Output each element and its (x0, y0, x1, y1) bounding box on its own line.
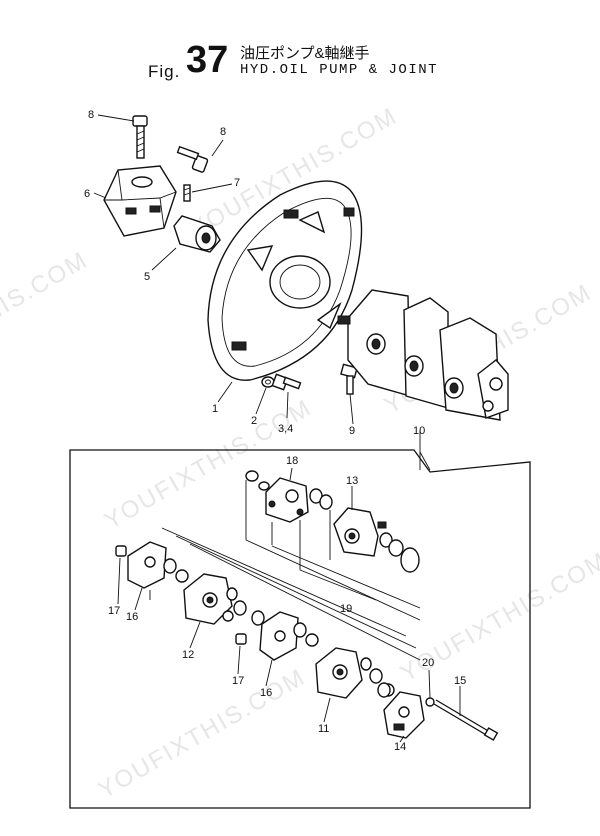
flange-plate-1 (207, 180, 363, 381)
watermark-layer: YOUFIXTHIS.COM YOUFIXTHIS.COM YOUFIXTHIS… (0, 102, 600, 804)
watermark-text: YOUFIXTHIS.COM (94, 663, 311, 804)
figure-prefix: Fig. (148, 62, 181, 81)
cover-plate-16 (127, 541, 189, 589)
watermark-text: YOUFIXTHIS.COM (0, 246, 93, 387)
callout-10: 10 (413, 425, 425, 437)
callout-2: 2 (251, 415, 257, 427)
callout-12: 12 (182, 649, 194, 661)
callout-8: 8 (220, 126, 226, 138)
plug-17a (115, 545, 127, 557)
end-cover-14 (377, 682, 425, 739)
callout-15: 15 (454, 675, 466, 687)
callout-19: 19 (340, 603, 352, 615)
end-plate-18 (265, 477, 309, 523)
callout-9: 9 (349, 425, 355, 437)
callout-18: 18 (286, 455, 298, 467)
callout-20: 20 (422, 657, 434, 669)
leader-lines (93, 114, 461, 743)
pump-body-12 (183, 573, 247, 625)
callout-3-4: 3,4 (278, 423, 293, 435)
socket-bolt-8 (132, 115, 148, 159)
hydraulic-pump-10 (337, 289, 509, 421)
callout-17: 17 (232, 675, 244, 687)
pump-body-11 (315, 647, 395, 699)
callout-11: 11 (318, 723, 329, 735)
figure-title-en: HYD.OIL PUMP & JOINT (240, 62, 439, 78)
coupling-6 (103, 165, 177, 237)
exploded-frame (69, 449, 531, 809)
figure-title-jp: 油圧ポンプ&軸継手 (240, 45, 370, 62)
callout-16: 16 (126, 611, 138, 623)
callout-5: 5 (144, 271, 150, 283)
tie-bolt-15 (433, 699, 499, 741)
callout-13: 13 (346, 475, 358, 487)
o-rings-top (245, 470, 420, 573)
figure-number: 37 (186, 39, 229, 81)
callout-8: 8 (88, 109, 94, 121)
plug-17b (235, 633, 247, 645)
callout-16: 16 (260, 687, 272, 699)
socket-bolt-8b (176, 145, 209, 173)
set-screw-7 (183, 184, 191, 202)
callout-17: 17 (108, 605, 120, 617)
assembly-guide-lines (149, 480, 421, 661)
bolt-3-4 (271, 373, 302, 391)
callout-7: 7 (234, 177, 240, 189)
bolt-9 (340, 363, 358, 395)
callout-14: 14 (394, 741, 406, 753)
figure-header: Fig. 37 油圧ポンプ&軸継手 HYD.OIL PUMP & JOINT (148, 40, 478, 84)
hub-5 (173, 215, 221, 253)
cover-plate-16b (251, 610, 319, 661)
callout-6: 6 (84, 188, 90, 200)
pump-body-13 (333, 507, 387, 557)
washer-20 (425, 697, 435, 707)
callout-1: 1 (212, 403, 218, 415)
